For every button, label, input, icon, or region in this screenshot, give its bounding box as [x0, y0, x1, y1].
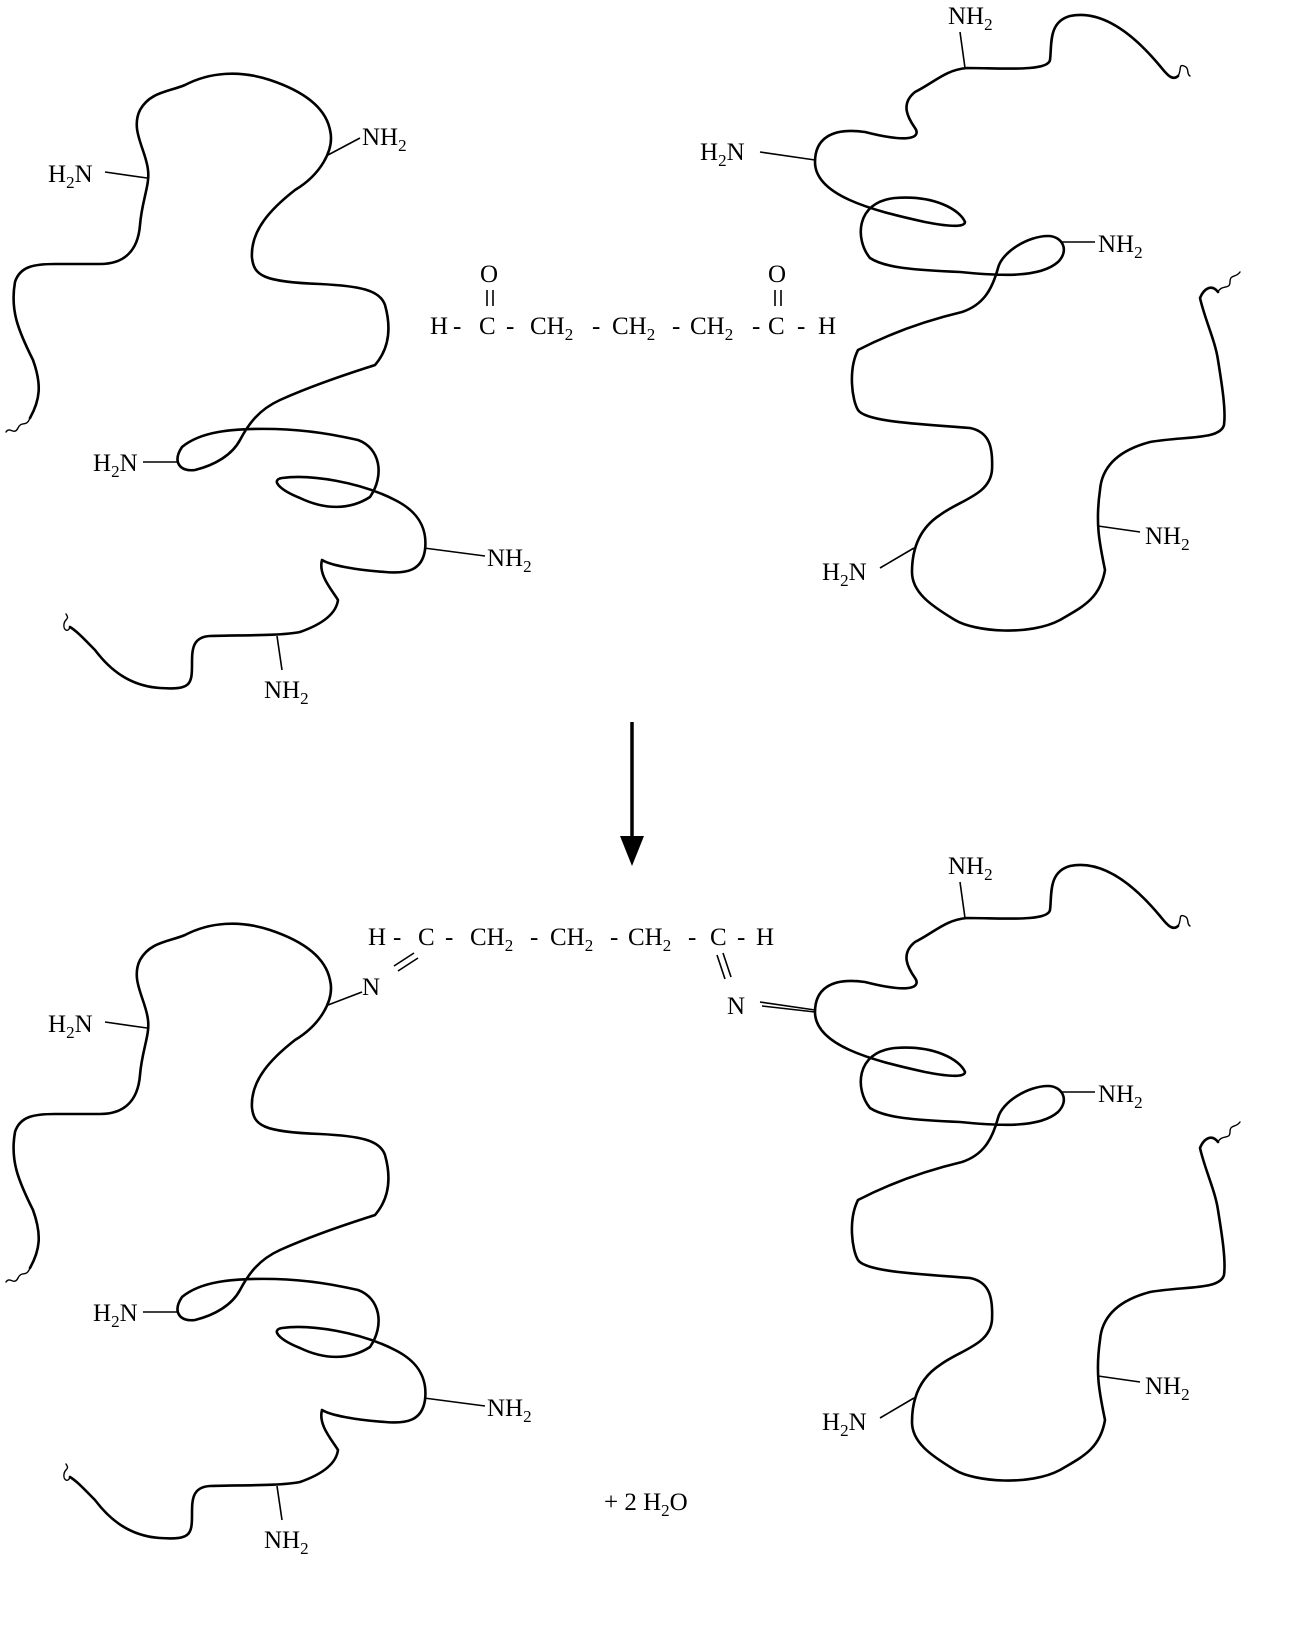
hydrogen-atom: H	[430, 313, 448, 340]
carbonyl-carbon: C	[479, 313, 496, 340]
methylene-group: CH2	[628, 924, 671, 955]
amine-label: H2N	[822, 1409, 867, 1440]
oxygen-atom: O	[768, 261, 786, 288]
amine-label: H2N	[93, 450, 138, 481]
imine-nitrogen: N	[362, 974, 380, 1001]
amine-label: NH2	[264, 677, 309, 708]
amine-label: NH2	[1145, 523, 1190, 554]
bond-dash: -	[672, 313, 680, 340]
protein-chain-left-reactant: H2N NH2 H2N NH2 NH2	[4, 72, 532, 708]
crosslink-bridge: H - C - CH2 - CH2 - CH2 - C - H N N	[362, 924, 816, 1020]
amine-label: NH2	[487, 545, 532, 576]
amine-label: H2N	[700, 139, 745, 170]
bond-dash: -	[453, 313, 461, 340]
bond-dash: -	[737, 924, 745, 951]
oxygen-atom: O	[480, 261, 498, 288]
protein-chain-left-product: H2N H2N NH2 NH2	[4, 922, 532, 1558]
bond-dash: -	[530, 924, 538, 951]
imine-carbon: C	[418, 924, 435, 951]
protein-chain-right-reactant: NH2 H2N NH2 NH2 H2N	[700, 3, 1242, 632]
amine-label: NH2	[1098, 231, 1143, 262]
methylene-group: CH2	[690, 313, 733, 344]
hydrogen-atom: H	[368, 924, 386, 951]
methylene-group: CH2	[612, 313, 655, 344]
amine-label: NH2	[487, 1395, 532, 1426]
imine-nitrogen: N	[727, 993, 745, 1020]
methylene-group: CH2	[470, 924, 513, 955]
amine-label: NH2	[264, 1527, 309, 1558]
amine-label: H2N	[822, 559, 867, 590]
arrow-down-icon	[620, 722, 644, 866]
bond-dash: -	[592, 313, 600, 340]
bond-dash: -	[797, 313, 805, 340]
protein-chain-right-product: NH2 NH2 NH2 H2N	[758, 853, 1242, 1482]
methylene-group: CH2	[550, 924, 593, 955]
bond-dash: -	[752, 313, 760, 340]
bond-dash: -	[506, 313, 514, 340]
methylene-group: CH2	[530, 313, 573, 344]
hydrogen-atom: H	[756, 924, 774, 951]
amine-label: NH2	[948, 853, 993, 884]
amine-label: NH2	[948, 3, 993, 34]
bond-dash: -	[393, 924, 401, 951]
amine-label: H2N	[93, 1300, 138, 1331]
glutaraldehyde-molecule: O O H - C - CH2 - CH2 - CH2 - C - H	[430, 261, 836, 344]
amine-label: NH2	[1145, 1373, 1190, 1404]
imine-carbon: C	[710, 924, 727, 951]
amine-label: NH2	[362, 124, 407, 155]
amine-label: NH2	[1098, 1081, 1143, 1112]
bond-dash: -	[610, 924, 618, 951]
water-byproduct: + 2 H2O	[604, 1489, 688, 1520]
bond-dash: -	[445, 924, 453, 951]
amine-label: H2N	[48, 1011, 93, 1042]
hydrogen-atom: H	[818, 313, 836, 340]
bond-dash: -	[688, 924, 696, 951]
amine-label: H2N	[48, 161, 93, 192]
carbonyl-carbon: C	[768, 313, 785, 340]
